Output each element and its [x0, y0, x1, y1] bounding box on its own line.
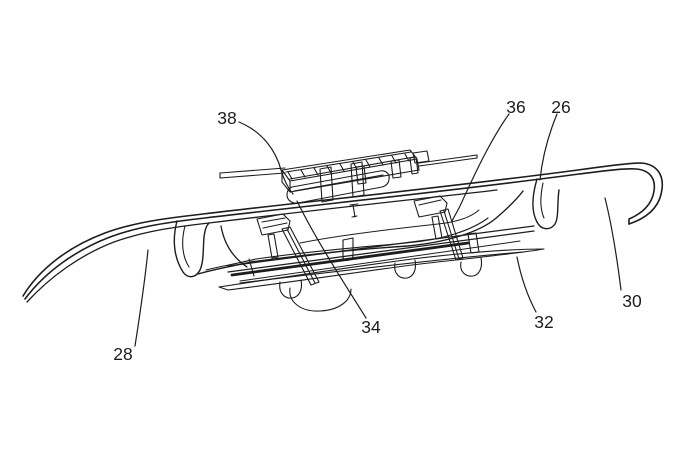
ref-label-34: 34	[361, 317, 381, 337]
ref-label-38: 38	[217, 108, 236, 128]
leader-line-36	[451, 113, 510, 222]
left-fin	[173, 220, 210, 278]
cylinder-highlight	[293, 174, 384, 192]
rack-gear	[281, 149, 430, 193]
leader-line-34	[296, 200, 367, 319]
rail-hangers	[279, 257, 483, 312]
ref-label-30: 30	[622, 291, 642, 311]
support-rail	[227, 225, 535, 282]
pan-left-edge	[220, 225, 248, 268]
rail-dark-stripe	[230, 241, 470, 277]
ref-label-26: 26	[551, 97, 570, 117]
actuator-rod	[219, 154, 478, 179]
ref-label-32: 32	[534, 312, 553, 332]
rack-ladder-top	[285, 151, 412, 173]
ref-label-28: 28	[113, 344, 132, 364]
blade-outline	[218, 248, 545, 291]
leader-line-30	[604, 197, 622, 291]
lower-pan-inner	[205, 217, 489, 271]
reference-labels: 38 36 26 30 32 34 28	[113, 97, 642, 364]
left-fin-inner	[182, 225, 190, 268]
right-fin-inner	[540, 182, 545, 219]
pan-recess-contour	[299, 209, 480, 244]
cylinder-strap-1	[319, 166, 334, 203]
center-flap	[289, 287, 352, 312]
body-face-line	[26, 189, 498, 303]
mounting-pin	[349, 203, 359, 218]
leader-line-28	[134, 249, 149, 347]
cylinder-strap-2	[350, 161, 365, 198]
body-top-edge-inner	[24, 168, 656, 300]
rack-end-clip	[412, 150, 430, 164]
right-fin	[532, 178, 560, 230]
leader-lines	[134, 113, 622, 347]
actuator-cylinder	[286, 161, 390, 218]
leader-line-38	[238, 121, 294, 195]
cylinder-body	[286, 170, 390, 204]
leader-line-32	[516, 256, 537, 313]
blade-inner-line	[239, 251, 523, 284]
leader-line-26	[539, 113, 558, 181]
aero-blade	[218, 248, 545, 291]
body-top-edge	[22, 162, 664, 297]
ref-label-36: 36	[506, 97, 525, 117]
rack-tabs	[355, 156, 419, 185]
